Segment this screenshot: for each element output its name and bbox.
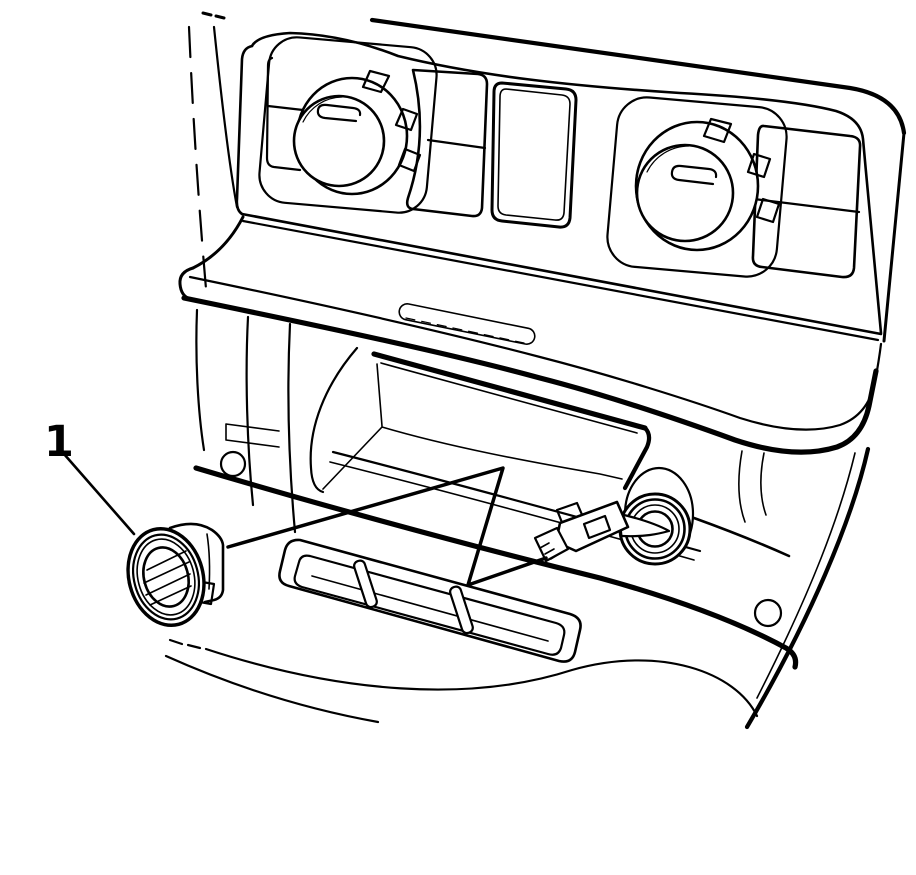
mat-slot-dashed-line [405,317,525,344]
bezel-body [168,522,225,604]
contour-line-3 [287,322,297,534]
right-pod-outline [751,124,862,279]
dash-cutaway-lines [187,25,239,302]
side-recess [225,423,280,448]
wire-stem [618,512,671,538]
right-knob-detent-3 [755,197,781,224]
bottom-curve-dashes [168,638,202,650]
left-knob-face [292,94,386,188]
shelf-left-cap [178,266,195,301]
opening-inner-top [380,362,638,434]
right-contour-2 [760,452,767,516]
tray-outer [278,538,582,663]
bezel-bore-hatch [143,550,192,606]
climate-control-panel [235,31,883,342]
cigarette-lighter-socket [618,466,695,566]
left-screw-hole [219,450,247,478]
bezel-flange-line [206,533,211,590]
right-face-crease [692,516,791,558]
left-knob-chamfer [302,96,343,123]
opening-inner-wall [376,363,383,427]
connector-window [582,514,612,540]
display-panel [490,81,578,229]
left-pod-divider [266,104,305,112]
mid-left-pod-divider [426,138,487,150]
dash-right-edge-inner [756,452,856,699]
contour-line-2 [245,315,255,507]
mid-left-button-pod [405,68,489,218]
right-knob-pod [606,96,788,278]
console-left-contours [195,308,297,534]
opening-left-trim [309,346,359,494]
bottom-curve-short [164,654,380,724]
connector-hatch-marks [539,542,560,560]
shelf-mat-slot [398,303,536,345]
panel-left-edge [235,44,254,216]
dash-right-edge-upper [882,131,906,343]
lighter-bezel-retainer [126,522,225,628]
vent-tray-rib-1 [353,559,378,609]
console-bottom-curves [164,638,759,724]
left-pod-inner [265,56,302,172]
console-step-edge [193,465,799,670]
left-knob-pointer-slot [316,103,362,123]
shelf-front-top-edge [188,275,883,431]
right-knob-chamfer [646,145,690,173]
connector-body [554,500,630,553]
mat-slot-outline [398,303,536,345]
right-knob-detent-2 [746,152,772,179]
left-button-pod [258,36,438,214]
right-screw-hole [753,598,783,628]
display-outer-border [490,81,578,229]
left-knob-detent-2 [394,107,419,132]
tray-floor-line [311,575,549,642]
left-knob-detent-1 [361,69,391,94]
tray-inner [293,554,566,656]
zigzag-leader-line [226,466,548,587]
right-rotary-knob [634,117,781,252]
cutaway-solid-line [212,25,239,209]
console-right-contours [692,450,791,628]
bottom-curve-long [204,647,759,718]
contour-line-1 [195,308,206,452]
right-pod-outline [606,96,788,278]
panel-top-edge [250,31,883,335]
top-left-dash-marks [201,11,226,20]
panel-bottom-edge [240,212,883,336]
left-rotary-knob [292,69,422,196]
left-knob-detent-3 [397,147,422,173]
shelf-front-bottom-edge [181,295,879,455]
vent-tray-rib-2 [449,585,474,635]
callout-leader-line [62,452,136,536]
shelf-ledge [178,215,883,455]
opening-right-edge [622,425,652,491]
wiring-harness-connector [533,500,630,563]
panel-bottom-edge-inner [241,219,880,342]
right-contour-1 [738,450,746,523]
display-inner-border [497,88,571,221]
callout-label-1: 1 [44,417,74,467]
opening-top-edge [371,351,648,431]
callout-leaders [62,452,548,587]
vent-tray [278,538,582,663]
right-knob-pointer-slot [670,164,718,186]
dash-top-edge [369,17,907,136]
opening-floor-crease [381,426,623,480]
right-knob-face [635,143,735,243]
right-knob-detent-1 [702,117,733,144]
left-pod-outline [258,36,438,214]
dash-right-edge-lower [744,446,871,730]
cutaway-dashed-line [187,25,209,302]
connector-strain-relief [533,526,570,563]
bezel-rings [126,526,206,628]
shelf-join-curve [191,215,245,270]
dashboard-outer-edges [201,11,907,730]
mid-left-pod-outline [405,68,489,218]
